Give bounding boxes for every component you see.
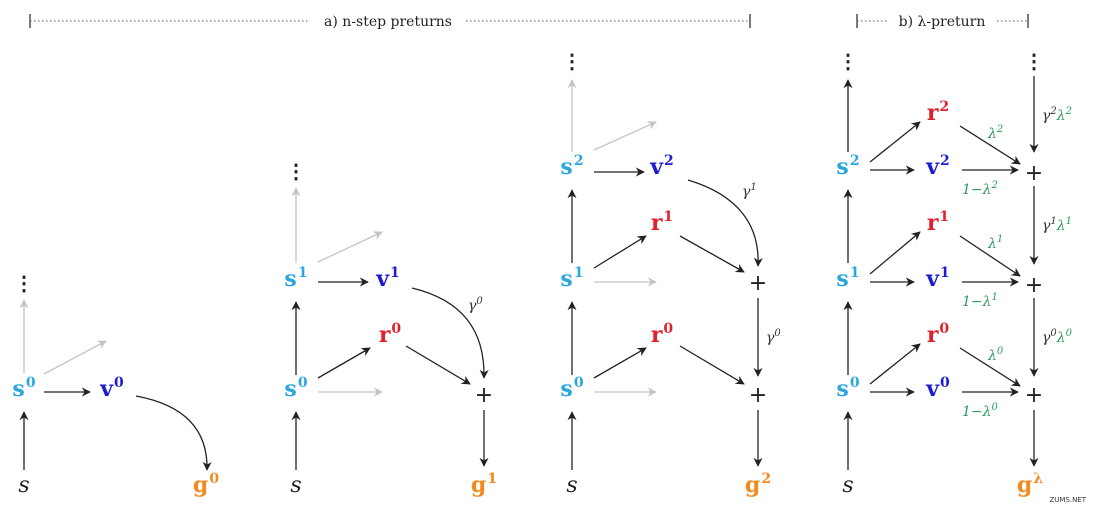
arrow-s1-to-r1-lambda: [869, 231, 921, 275]
vdots-2step: ⋮: [562, 49, 582, 73]
arrow-r0-to-plus0-lambda: [959, 347, 1021, 387]
r2-lambda: r2: [927, 99, 949, 126]
glambda-output: gλ: [1017, 471, 1043, 498]
input-s-0step: s: [18, 473, 29, 498]
vdots-right-lambda: ⋮: [1024, 49, 1044, 73]
gamma1-2step: γ1: [742, 182, 757, 200]
plus-1step: +: [475, 383, 493, 408]
lambda2-coef: λ2: [987, 124, 1003, 142]
s0-1step: s0: [284, 375, 307, 402]
one-minus-lambda1-coef: 1−λ1: [962, 292, 998, 310]
v1-lambda: v1: [925, 265, 950, 292]
header-lambda: b) λ-preturn: [856, 14, 1029, 30]
s1-2step: s1: [560, 265, 583, 292]
header-lambda-label: b) λ-preturn: [899, 14, 986, 30]
gamma1-lambda1-coef: γ1λ1: [1042, 216, 1072, 234]
s1-lambda: s1: [836, 265, 859, 292]
vdots-0step: ⋮: [14, 271, 34, 295]
v1-1step: v1: [375, 265, 400, 292]
input-s-lambda: s: [842, 473, 853, 498]
arrow-r1-to-plus1-lambda: [959, 235, 1021, 277]
header-n-step-label: a) n-step preturns: [324, 14, 452, 30]
gamma0-1step: γ0: [468, 296, 483, 314]
one-minus-lambda2-coef: 1−λ2: [962, 180, 998, 198]
lambda1-coef: λ1: [987, 234, 1003, 252]
plus1-lambda: +: [1025, 273, 1043, 298]
arrow-s0-to-r0-1step: [317, 347, 371, 379]
arrow-v1-to-plus-1step: [411, 287, 489, 379]
arrow-s0-diag-faded-0step: [43, 340, 107, 375]
r1-2step: r1: [651, 209, 673, 236]
plus0-lambda: +: [1025, 383, 1043, 408]
arrow-s2-to-r2-lambda: [869, 121, 921, 163]
s2-2step: s2: [560, 153, 583, 180]
header-n-step: a) n-step preturns: [29, 14, 751, 30]
arrow-r0-to-plus-1step: [405, 345, 471, 385]
gamma0-lambda0-coef: γ0λ0: [1042, 328, 1073, 346]
r0-2step: r0: [651, 321, 674, 348]
arrow-s1-diag-faded-1step: [317, 231, 383, 263]
v0-lambda: v0: [925, 375, 950, 402]
one-minus-lambda0-coef: 1−λ0: [962, 402, 999, 420]
g2-output-2step: g2: [745, 471, 771, 498]
arrow-s2-diag-faded-2step: [593, 121, 657, 151]
arrow-r0-to-plus0-2step: [679, 345, 745, 385]
arrow-v0-to-g0-0step: [135, 395, 212, 471]
plus1-2step: +: [749, 271, 767, 296]
plus2-lambda: +: [1025, 161, 1043, 186]
vdots-1step: ⋮: [286, 159, 306, 183]
r0-lambda: r0: [927, 321, 950, 348]
input-s-2step: s: [566, 473, 577, 498]
arrow-r1-to-plus1-2step: [679, 235, 745, 273]
v2-lambda: v2: [925, 153, 950, 180]
gamma2-lambda2-coef: γ2λ2: [1042, 106, 1072, 124]
v2-2step: v2: [649, 153, 674, 180]
s0-lambda: s0: [836, 375, 859, 402]
r1-lambda: r1: [927, 209, 949, 236]
s2-lambda: s2: [836, 153, 859, 180]
g0-output-0step: g0: [193, 471, 219, 498]
input-s-1step: s: [290, 473, 301, 498]
arrow-s0-to-r0-lambda: [869, 343, 921, 385]
s1-1step: s1: [284, 265, 307, 292]
v0-0step: v0: [99, 375, 124, 402]
s0-2step: s0: [560, 375, 583, 402]
r0-1step: r0: [379, 321, 402, 348]
arrow-r2-to-plus2-lambda: [959, 125, 1021, 165]
lambda0-coef: λ0: [987, 346, 1004, 364]
s0-0step: s0: [12, 375, 35, 402]
plus0-2step: +: [749, 383, 767, 408]
g1-output-1step: g1: [471, 471, 497, 498]
gamma0-2step: γ0: [766, 328, 781, 346]
vdots-left-lambda: ⋮: [838, 49, 858, 73]
arrow-v2-to-plus1-2step: [687, 179, 763, 267]
watermark: ZUMS.NET: [1049, 496, 1086, 504]
arrow-s0-to-r0-2step: [593, 347, 647, 379]
arrow-s1-to-r1-2step: [593, 235, 647, 269]
diagram-content: s s0 ⋮ v0 g0 s s0 s1 ⋮ v1 r0 γ0 + g1 s s0 s1 s2 ⋮ v2 r1 r0 γ1 +…: [12, 49, 1072, 498]
